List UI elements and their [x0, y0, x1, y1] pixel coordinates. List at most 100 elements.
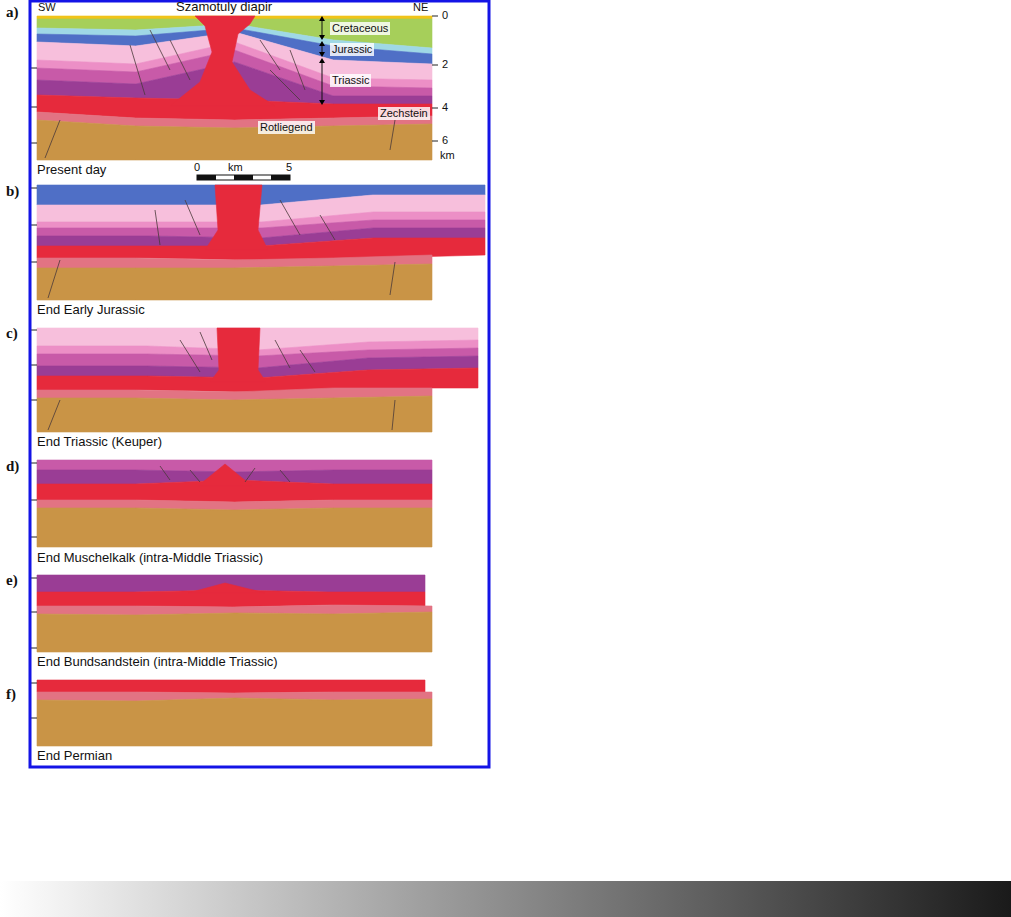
depth-tick [31, 188, 37, 189]
fault-line [245, 468, 255, 482]
rock-layer [37, 264, 432, 300]
fault-line [390, 262, 395, 295]
panel-caption: Present day [37, 163, 106, 178]
fault-line [48, 260, 60, 298]
rock-layer [37, 680, 425, 693]
fault-line [160, 466, 170, 480]
depth-tick [31, 612, 37, 613]
panel-letter: d) [6, 458, 19, 475]
scale-segment [271, 175, 290, 180]
axis-or-unit-label: 6 [442, 134, 448, 147]
rock-layer [37, 575, 425, 592]
panel-caption: Szamotuly diapir [176, 0, 272, 15]
depth-tick [432, 65, 438, 66]
axis-or-unit-label: km [440, 149, 455, 162]
panel-letter: b) [6, 183, 19, 200]
panel-letter: f) [6, 686, 16, 703]
fault-line [130, 45, 145, 95]
fault-line [185, 200, 200, 235]
panel-caption: End Muschelkalk (intra-Middle Triassic) [37, 551, 263, 566]
fault-line [45, 120, 60, 158]
fault-line [155, 210, 160, 245]
rock-layer [37, 698, 432, 746]
panel-letter: e) [6, 572, 18, 589]
depth-tick [31, 683, 37, 684]
fault-line [200, 332, 212, 360]
axis-or-unit-label: Jurassic [330, 43, 374, 56]
fault-line [300, 350, 315, 372]
fault-line [150, 30, 170, 70]
fault-line [180, 340, 200, 372]
axis-or-unit-label: Rotliegend [258, 121, 315, 134]
rock-layer [37, 120, 432, 160]
salt-diapir [210, 328, 266, 382]
fault-line [320, 215, 335, 240]
depth-tick [31, 537, 37, 538]
salt-diapir [170, 16, 275, 106]
fault-line [280, 200, 300, 235]
fault-line [390, 120, 395, 150]
fault-line [170, 40, 190, 80]
arrow-head [319, 35, 325, 40]
depth-tick [31, 648, 37, 649]
fault-line [260, 40, 280, 70]
salt-diapir [198, 464, 252, 486]
arrow-head [319, 16, 325, 21]
range-arrow [322, 62, 323, 101]
depth-tick [31, 463, 37, 464]
fault-line [275, 340, 290, 368]
fault-line [280, 470, 290, 482]
depth-tick [31, 68, 37, 69]
salt-diapir [188, 583, 265, 593]
arrow-head [319, 52, 325, 57]
axis-or-unit-label: Cretaceous [330, 22, 390, 35]
scale-segment [234, 175, 253, 180]
depth-tick [432, 108, 438, 109]
panel-caption: End Bundsandstein (intra-Middle Triassic… [37, 655, 278, 670]
fault-line [48, 400, 60, 430]
arrow-head [319, 58, 325, 63]
depth-tick [432, 141, 438, 142]
rock-layer [37, 612, 432, 652]
range-arrow [322, 45, 323, 53]
depth-tick [432, 16, 438, 17]
axis-or-unit-label: 2 [442, 58, 448, 71]
depth-tick [31, 262, 37, 263]
scale-segment [197, 175, 216, 180]
panel-caption: End Triassic (Keuper) [37, 435, 162, 450]
depth-tick [31, 143, 37, 144]
panel-letter: c) [6, 325, 18, 342]
panel-letter: a) [6, 4, 19, 21]
axis-or-unit-label: Triassic [330, 74, 371, 87]
depth-tick [31, 330, 37, 331]
arrow-head [319, 41, 325, 46]
panel-caption: End Early Jurassic [37, 303, 145, 318]
gradient-bar [0, 881, 1011, 917]
frame [30, 1, 489, 767]
axis-or-unit-label: NE [413, 1, 428, 14]
depth-tick [31, 365, 37, 366]
depth-tick [31, 400, 37, 401]
axis-or-unit-label: 0 [442, 9, 448, 22]
rock-layer [37, 508, 432, 547]
scale-bar [197, 175, 290, 180]
axis-or-unit-label: 5 [286, 161, 292, 174]
panel-caption: End Permian [37, 749, 112, 764]
axis-or-unit-label: Zechstein [378, 107, 430, 120]
rock-layer [37, 396, 432, 432]
fault-line [190, 470, 200, 482]
arrow-head [319, 100, 325, 105]
depth-tick [31, 578, 37, 579]
axis-or-unit-label: km [228, 161, 243, 174]
axis-or-unit-label: SW [38, 1, 56, 14]
axis-or-unit-label: 4 [442, 101, 448, 114]
salt-diapir [205, 185, 268, 250]
depth-tick [31, 718, 37, 719]
depth-tick [31, 225, 37, 226]
depth-tick [31, 500, 37, 501]
fault-line [290, 50, 305, 90]
fault-line [270, 70, 300, 100]
axis-or-unit-label: 0 [194, 161, 200, 174]
range-arrow [322, 20, 323, 36]
